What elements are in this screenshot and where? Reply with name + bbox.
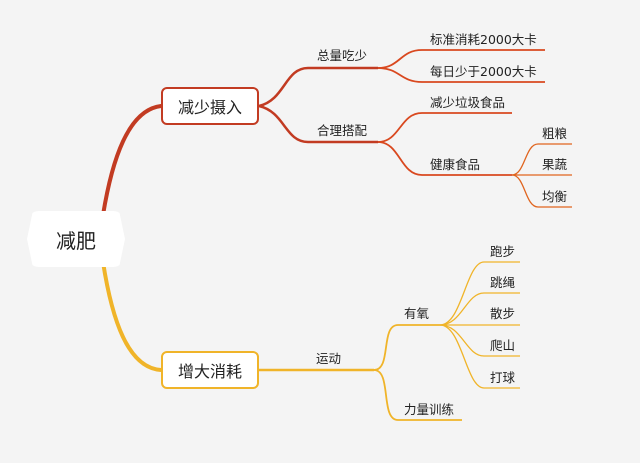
- connector-total-item1: [377, 49, 545, 69]
- node-walking[interactable]: 散步: [490, 306, 516, 321]
- connector-reduce-combo: [258, 104, 378, 144]
- node-jump-rope[interactable]: 跳绳: [490, 275, 516, 290]
- node-exercise[interactable]: 运动: [316, 351, 342, 366]
- connector-healthy-item3: [511, 174, 572, 208]
- connector-root-reduce: [101, 104, 163, 217]
- node-healthy-food[interactable]: 健康食品: [430, 157, 481, 172]
- connector-root-increase: [101, 260, 163, 372]
- connector-aerobic-item2: [439, 292, 520, 326]
- connector-total-item2: [377, 67, 545, 83]
- node-strength-training[interactable]: 力量训练: [404, 402, 455, 417]
- node-running[interactable]: 跑步: [490, 244, 516, 259]
- node-balanced-diet[interactable]: 合理搭配: [317, 123, 368, 138]
- node-standard-2000[interactable]: 标准消耗2000大卡: [430, 32, 537, 47]
- connector-exercise-aerobic: [373, 324, 440, 371]
- connector-aerobic-item1: [439, 261, 520, 326]
- node-aerobic[interactable]: 有氧: [404, 306, 430, 321]
- connector-aerobic-item4: [439, 324, 520, 357]
- connector-reduce-total: [258, 66, 378, 108]
- root-node[interactable]: 减肥: [27, 211, 125, 267]
- node-hiking[interactable]: 爬山: [490, 338, 516, 353]
- node-balanced[interactable]: 均衡: [542, 189, 568, 204]
- node-less-junk-food[interactable]: 减少垃圾食品: [430, 95, 506, 110]
- node-fruits-vegetables[interactable]: 果蔬: [542, 157, 568, 172]
- branch-increase-consumption[interactable]: 增大消耗: [161, 351, 259, 389]
- connector-combo-junk: [377, 112, 512, 143]
- connector-aerobic-item5: [439, 324, 520, 389]
- connector-healthy-item1: [511, 143, 572, 176]
- node-coarse-grains[interactable]: 粗粮: [542, 126, 568, 141]
- node-under-2000[interactable]: 每日少于2000大卡: [430, 64, 537, 79]
- connector-combo-healthy: [377, 141, 512, 176]
- node-ball-games[interactable]: 打球: [490, 370, 516, 385]
- branch-reduce-intake[interactable]: 减少摄入: [161, 87, 259, 125]
- connector-exercise-strength: [373, 369, 462, 421]
- node-eat-less[interactable]: 总量吃少: [317, 48, 368, 63]
